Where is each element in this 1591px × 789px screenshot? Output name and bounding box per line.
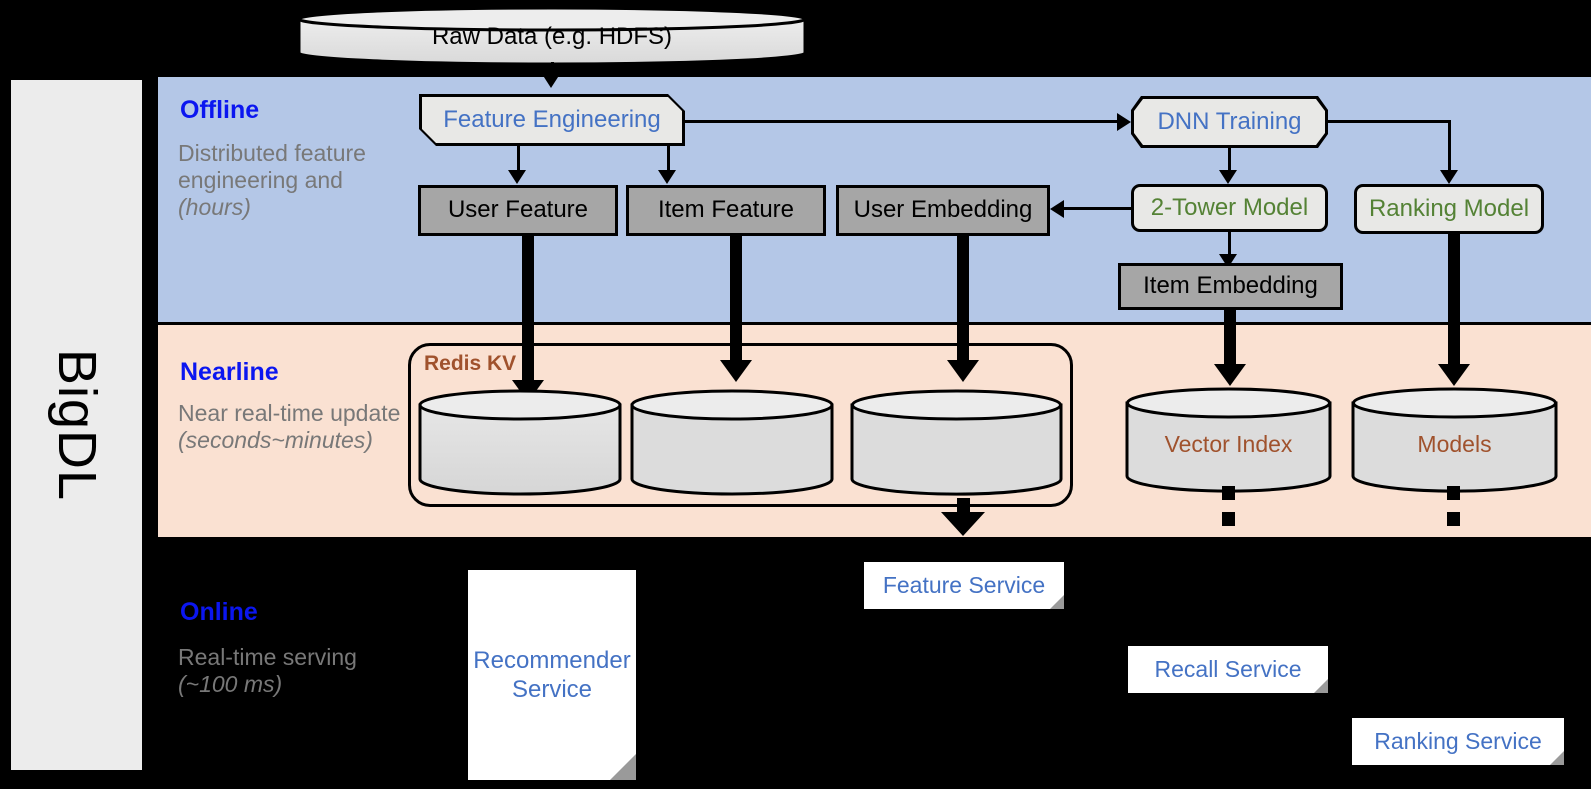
connector-twotower-itemembedding [1228,232,1231,258]
connector-rawdata-fe [551,62,554,78]
pipe-userembedding-store [957,236,969,368]
connector-twotower-userembedding [1064,207,1131,210]
models-cylinder[interactable]: Models [1350,386,1559,494]
feature-service-label: Feature Service [882,572,1046,599]
offline-subtitle: Distributed feature engineering and (hou… [178,140,383,221]
nearline-subtitle-text: Near real-time update [178,400,401,426]
arrowhead-twotower-userembedding [1050,200,1064,218]
arrowhead-rawdata-fe [542,74,560,88]
online-subtitle-emphasis: (~100 ms) [178,671,283,698]
arrowhead-itemembedding-vectorindex [1214,364,1246,386]
pipe-itemembedding-vectorindex [1224,310,1236,372]
online-subtitle: Real-time serving (~100 ms) [178,644,378,698]
online-subtitle-text: Real-time serving [178,644,357,670]
connector-dnn-twotower [1228,148,1231,172]
feature-engineering-box[interactable]: Feature Engineering [419,94,685,146]
offline-subtitle-text: Distributed feature engineering and [178,140,366,194]
vector-index-label: Vector Index [1164,431,1293,457]
pipe-userfeature-store [522,236,534,388]
ranking-model-box[interactable]: Ranking Model [1354,184,1544,234]
arrowhead-fe-userfeature [508,170,526,184]
redis-kv-container [408,343,1073,507]
arrowhead-itemfeature-store [720,360,752,382]
nearline-subtitle: Near real-time update (seconds~minutes) [178,400,408,454]
user-embedding-label: User Embedding [853,196,1033,224]
dash-redis-featureservice [957,498,970,512]
bigdl-platform-panel: BigDL [8,77,145,773]
redis-kv-label: Redis KV [424,352,517,375]
user-feature-label: User Feature [447,196,589,224]
connector-fe-itemfeature [667,146,670,172]
ranking-service-label: Ranking Service [1374,728,1542,755]
raw-data-label: Raw Data (e.g. HDFS) [431,23,673,50]
store-cylinder-user-embedding [849,388,1064,496]
recommender-service-box[interactable]: Recommender Service [468,570,636,780]
dnn-training-box[interactable]: DNN Training [1131,96,1328,148]
store-cylinder-item-feature [629,388,835,496]
arrowhead-redis-featureservice [941,512,985,536]
item-embedding-label: Item Embedding [1143,272,1318,300]
connector-fe-userfeature [517,146,520,172]
dnn-training-label: DNN Training [1134,99,1325,145]
offline-title: Offline [180,96,260,124]
recommender-service-label: Recommender Service [473,646,631,703]
dash-models-1 [1447,486,1460,500]
feature-engineering-label: Feature Engineering [422,97,682,143]
dash-vectorindex-2 [1222,512,1235,526]
pipe-itemfeature-store [730,236,742,368]
arrowhead-userembedding-store [947,360,979,382]
offline-subtitle-emphasis: (hours) [178,194,251,221]
nearline-subtitle-emphasis: (seconds~minutes) [178,427,373,454]
connector-dnn-ranking-v [1448,120,1451,172]
item-feature-box[interactable]: Item Feature [626,185,826,236]
vector-index-cylinder[interactable]: Vector Index [1124,386,1333,494]
item-embedding-box[interactable]: Item Embedding [1118,263,1343,310]
ranking-model-label: Ranking Model [1368,194,1530,222]
raw-data-cylinder: Raw Data (e.g. HDFS) [296,6,808,66]
nearline-title: Nearline [180,358,279,386]
dash-models-2 [1447,512,1460,526]
dash-vectorindex-1 [1222,486,1235,500]
recall-service-box[interactable]: Recall Service [1128,646,1328,693]
arrowhead-rankingmodel-models [1438,364,1470,386]
connector-dnn-ranking-h [1328,120,1451,123]
online-title: Online [180,598,258,626]
arrowhead-dnn-twotower [1219,170,1237,184]
feature-service-box[interactable]: Feature Service [864,562,1064,609]
connector-fe-dnn [685,120,1117,123]
bigdl-label: BigDL [46,348,107,502]
user-feature-box[interactable]: User Feature [418,185,618,236]
models-label: Models [1417,431,1492,457]
pipe-rankingmodel-models [1448,234,1460,372]
user-embedding-box[interactable]: User Embedding [836,185,1050,236]
store-cylinder-user-feature [417,388,623,496]
recall-service-label: Recall Service [1154,656,1302,683]
item-feature-label: Item Feature [657,196,795,224]
two-tower-model-label: 2-Tower Model [1150,193,1309,221]
ranking-service-box[interactable]: Ranking Service [1352,718,1564,765]
arrowhead-dnn-ranking [1440,170,1458,184]
arrowhead-fe-itemfeature [658,170,676,184]
arrowhead-fe-dnn [1117,113,1131,131]
two-tower-model-box[interactable]: 2-Tower Model [1131,184,1328,232]
